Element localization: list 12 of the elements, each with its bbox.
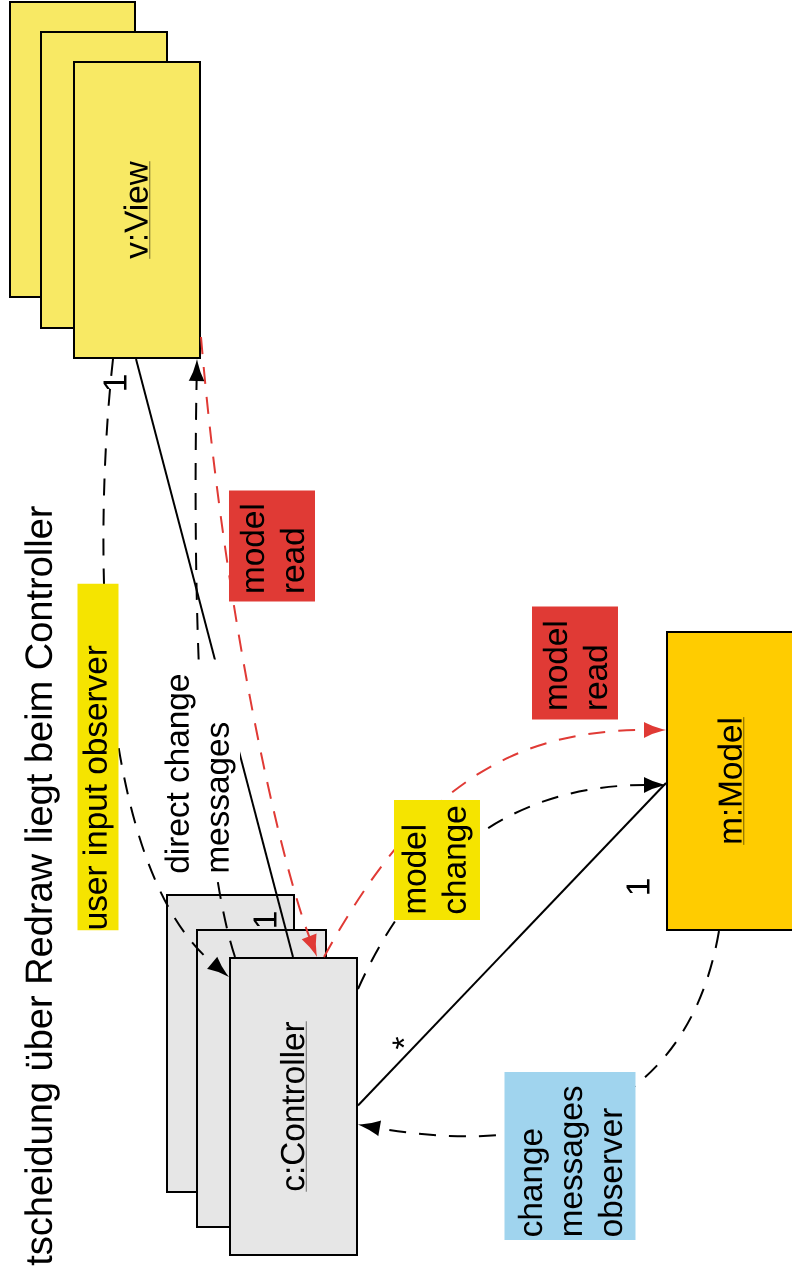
object-box: c:Controller	[229, 957, 358, 1256]
diagram-title: tscheidung über Redraw liegt beim Controller	[24, 506, 60, 1266]
object-box: m:Model	[666, 631, 792, 931]
edge-label: model read	[532, 606, 618, 720]
object-box: v:View	[73, 61, 201, 359]
arrow	[200, 336, 317, 955]
edge-label: user input observer	[77, 583, 119, 931]
edge-label: model change	[394, 800, 480, 920]
edge-label: model read	[229, 490, 315, 602]
multiplicity-label: 1	[103, 375, 127, 390]
edge-label: direct change messages	[160, 659, 240, 875]
multiplicity-label: 1	[253, 912, 277, 927]
